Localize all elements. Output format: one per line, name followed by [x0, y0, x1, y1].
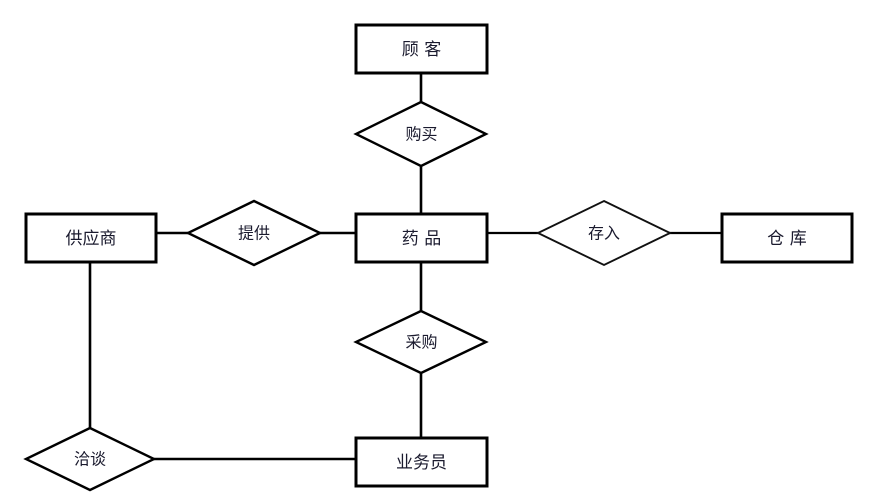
entity-warehouse-label: 仓 库 — [767, 229, 806, 249]
relationship-purchase-buy-label: 购买 — [405, 125, 437, 144]
relationship-procure[interactable]: 采购 — [353, 309, 489, 375]
relationship-provide-label: 提供 — [238, 224, 270, 243]
relationship-provide-diamond[interactable] — [185, 199, 323, 267]
entity-customer[interactable]: 顾 客 — [354, 23, 489, 75]
relationship-purchase-buy[interactable]: 购买 — [353, 100, 489, 168]
entity-customer-label: 顾 客 — [402, 40, 441, 60]
entity-medicine-label: 药 品 — [402, 229, 441, 249]
relationship-store-in-label: 存入 — [588, 224, 620, 243]
entity-supplier-label: 供应商 — [66, 229, 117, 249]
entity-warehouse[interactable]: 仓 库 — [720, 212, 854, 264]
entity-salesperson-box[interactable] — [354, 436, 489, 488]
entity-salesperson-label: 业务员 — [396, 453, 447, 473]
entity-warehouse-box[interactable] — [720, 212, 854, 264]
relationship-negotiate-label: 洽谈 — [74, 450, 106, 469]
relationship-provide[interactable]: 提供 — [185, 199, 323, 267]
entity-medicine-box[interactable] — [354, 212, 489, 264]
relationship-procure-diamond[interactable] — [353, 309, 489, 375]
relationship-store-in-diamond[interactable] — [535, 199, 673, 267]
relationship-negotiate-diamond[interactable] — [23, 426, 157, 492]
entity-supplier-box[interactable] — [24, 212, 158, 264]
relationship-negotiate[interactable]: 洽谈 — [23, 426, 157, 492]
entity-supplier[interactable]: 供应商 — [24, 212, 158, 264]
relationship-purchase-buy-diamond[interactable] — [353, 100, 489, 168]
entity-customer-box[interactable] — [354, 23, 489, 75]
connection-lines — [88, 73, 724, 461]
entity-medicine[interactable]: 药 品 — [354, 212, 489, 264]
relationship-store-in[interactable]: 存入 — [535, 199, 673, 267]
relationship-procure-label: 采购 — [405, 333, 437, 352]
entity-salesperson[interactable]: 业务员 — [354, 436, 489, 488]
